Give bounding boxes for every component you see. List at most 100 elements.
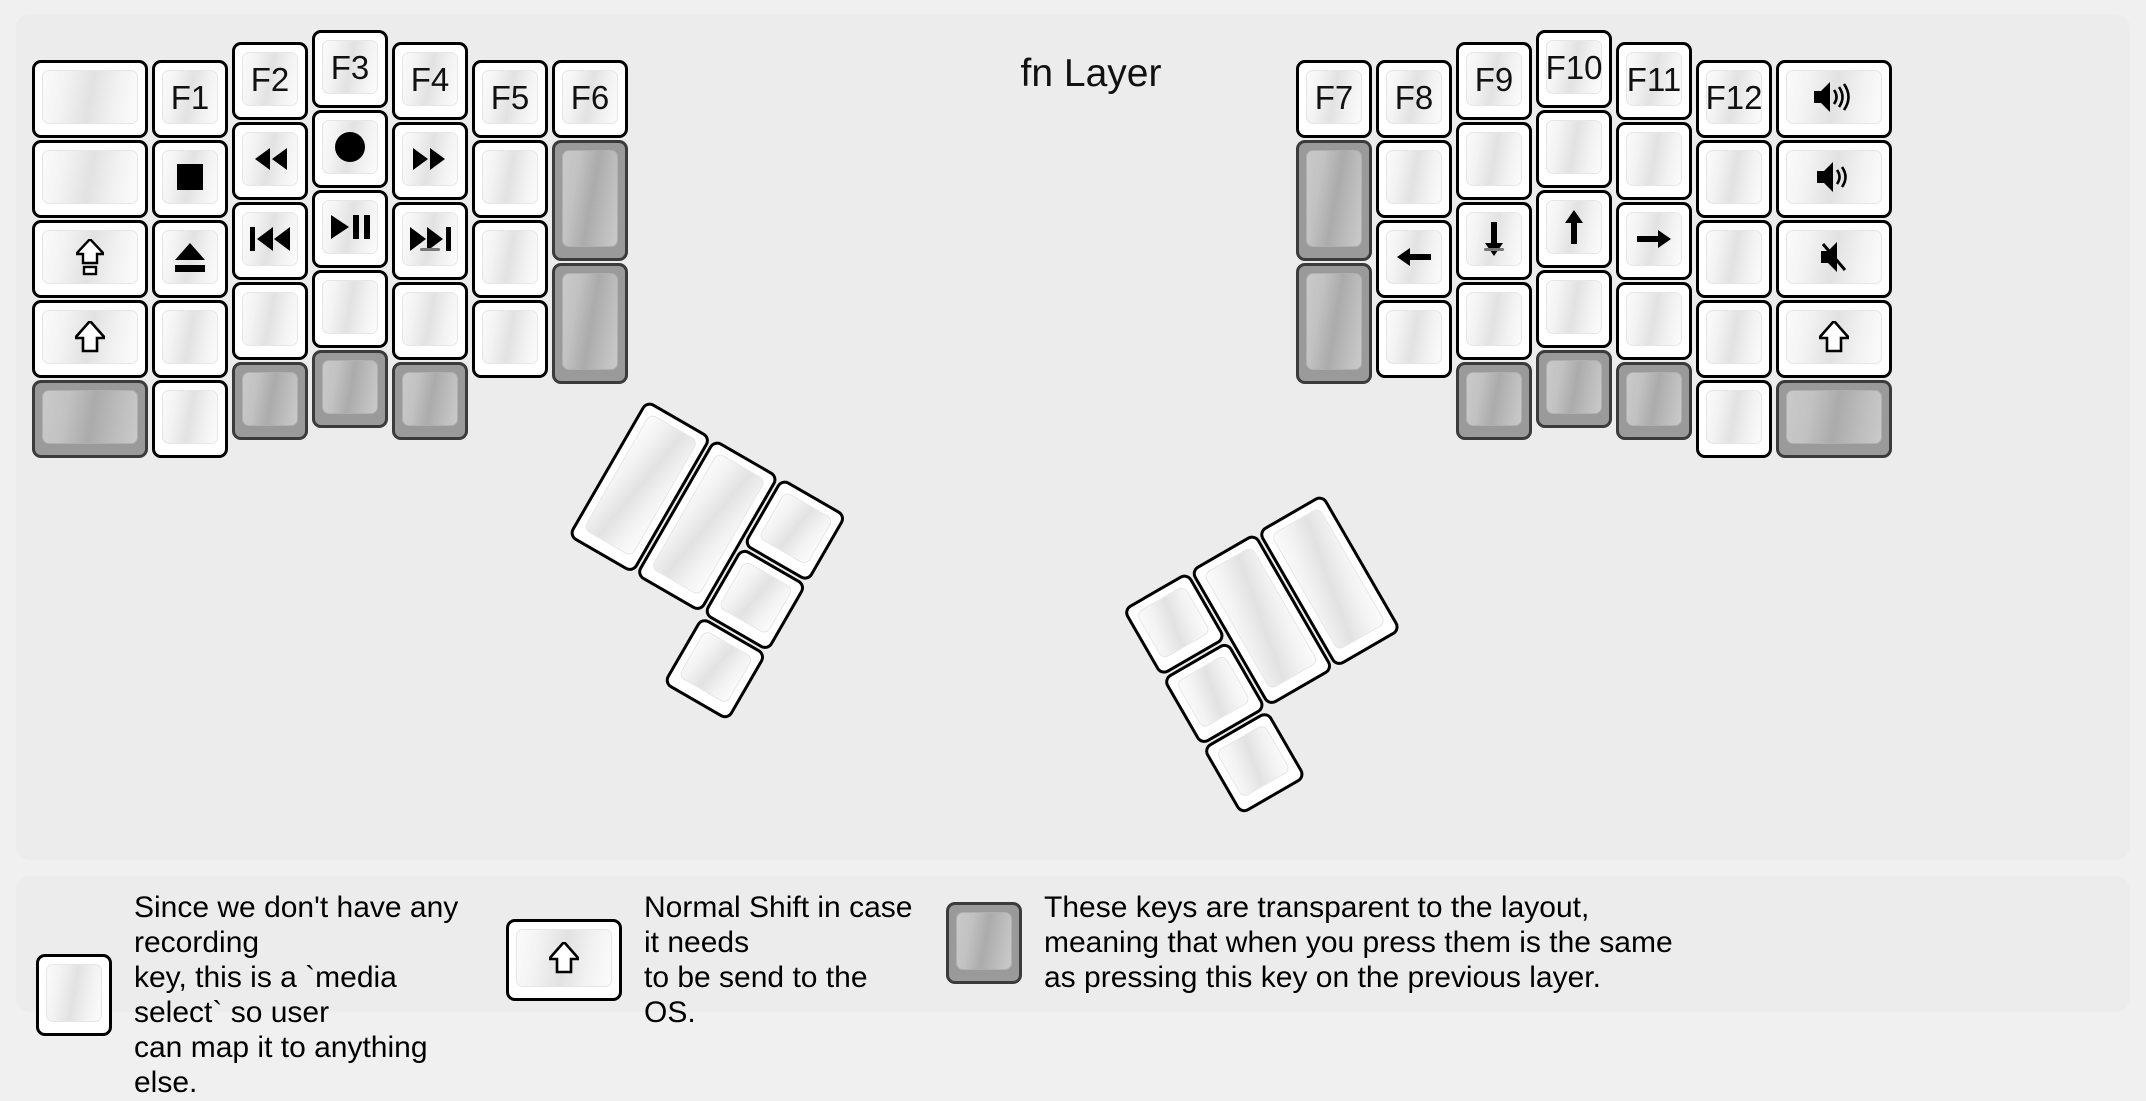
key-cap [162, 150, 218, 204]
right-key-inner-0[interactable]: F7 [1296, 60, 1372, 138]
right-key-index-inner-0[interactable]: F8 [1376, 60, 1452, 138]
key-cap [482, 310, 538, 364]
left-key-index-4[interactable] [392, 362, 468, 440]
right-key-pinky-outer-4[interactable] [1776, 380, 1892, 458]
right-key-index-0[interactable]: F9 [1456, 42, 1532, 120]
legend-description: These keys are transparent to the layout… [1044, 891, 1673, 995]
left-key-index-1[interactable] [392, 122, 468, 200]
right-key-ring-4[interactable] [1616, 362, 1692, 440]
right-key-inner-2[interactable] [1296, 262, 1372, 384]
legend-sample-key[interactable] [506, 919, 622, 1002]
key-cap: F11 [1626, 52, 1682, 106]
left-key-middle-4[interactable] [312, 350, 388, 428]
key-cap: F3 [322, 40, 378, 94]
left-key-pinky-4[interactable] [152, 380, 228, 458]
right-key-middle-1[interactable] [1536, 110, 1612, 188]
right-key-middle-3[interactable] [1536, 270, 1612, 348]
left-key-index-inner-2[interactable] [472, 220, 548, 298]
right-key-middle-2[interactable] [1536, 190, 1612, 268]
right-key-ring-0[interactable]: F11 [1616, 42, 1692, 120]
key-cap [322, 360, 378, 414]
left-key-index-3[interactable] [392, 282, 468, 360]
right-key-pinky-outer-0[interactable] [1776, 60, 1892, 138]
key-cap [162, 230, 218, 284]
right-key-pinky-2[interactable] [1696, 220, 1772, 298]
left-key-middle-0[interactable]: F3 [312, 30, 388, 108]
key-cap [242, 292, 298, 346]
key-cap [1626, 372, 1682, 426]
left-key-middle-3[interactable] [312, 270, 388, 348]
legend-sample-key[interactable] [36, 954, 112, 1037]
legend-item: Since we don't have any recording key, t… [36, 890, 482, 1101]
left-key-index-inner-0[interactable]: F5 [472, 60, 548, 138]
left-key-index-2[interactable] [392, 202, 468, 280]
left-key-inner-0[interactable]: F6 [552, 60, 628, 138]
key-cap [322, 200, 378, 254]
key-cap: F2 [242, 52, 298, 106]
left-key-pinky-0[interactable]: F1 [152, 60, 228, 138]
key-label: F10 [1545, 48, 1603, 86]
left-key-pinky-outer-0[interactable] [32, 60, 148, 138]
left-key-middle-2[interactable] [312, 190, 388, 268]
left-key-inner-1[interactable] [552, 140, 628, 261]
left-key-index-inner-3[interactable] [472, 300, 548, 378]
left-key-pinky-outer-1[interactable] [32, 140, 148, 218]
right-key-index-inner-2[interactable] [1376, 220, 1452, 298]
right-key-pinky-outer-2[interactable] [1776, 220, 1892, 298]
right-key-ring-1[interactable] [1616, 122, 1692, 200]
right-key-middle-0[interactable]: F10 [1536, 30, 1612, 108]
left-key-inner-2[interactable] [552, 262, 628, 384]
media-fast-forward-icon [413, 148, 447, 170]
left-key-pinky-outer-2[interactable] [32, 220, 148, 298]
right-key-pinky-1[interactable] [1696, 140, 1772, 218]
legend-item: Normal Shift in case it needs to be send… [506, 890, 926, 1030]
left-key-ring-3[interactable] [232, 282, 308, 360]
left-key-ring-0[interactable]: F2 [232, 42, 308, 120]
left-key-ring-2[interactable] [232, 202, 308, 280]
right-key-index-4[interactable] [1456, 362, 1532, 440]
media-record-icon [335, 132, 365, 162]
key-cap [1786, 230, 1882, 284]
right-key-pinky-outer-3[interactable] [1776, 300, 1892, 378]
right-key-index-inner-1[interactable] [1376, 140, 1452, 218]
left-key-ring-4[interactable] [232, 362, 308, 440]
key-cap: F9 [1466, 52, 1522, 106]
key-cap [516, 929, 612, 988]
right-key-index-2[interactable] [1456, 202, 1532, 280]
left-key-pinky-1[interactable] [152, 140, 228, 218]
right-key-pinky-4[interactable] [1696, 380, 1772, 458]
key-cap [1386, 230, 1442, 284]
legend-description: Since we don't have any recording key, t… [134, 891, 459, 1100]
left-key-middle-1[interactable] [312, 110, 388, 188]
key-cap [482, 150, 538, 204]
right-key-pinky-0[interactable]: F12 [1696, 60, 1772, 138]
key-cap: F1 [162, 70, 218, 124]
right-key-index-inner-3[interactable] [1376, 300, 1452, 378]
media-eject-icon [175, 242, 205, 272]
key-cap [1706, 230, 1762, 284]
right-key-ring-3[interactable] [1616, 282, 1692, 360]
legend-sample-key[interactable] [946, 901, 1022, 984]
right-key-ring-2[interactable] [1616, 202, 1692, 280]
left-key-index-0[interactable]: F4 [392, 42, 468, 120]
media-next-track-icon [409, 227, 451, 251]
right-key-pinky-3[interactable] [1696, 300, 1772, 378]
right-key-index-3[interactable] [1456, 282, 1532, 360]
left-key-index-inner-1[interactable] [472, 140, 548, 218]
left-key-pinky-3[interactable] [152, 300, 228, 378]
right-key-inner-1[interactable] [1296, 140, 1372, 261]
shift-arrow-icon [75, 321, 105, 353]
right-key-index-1[interactable] [1456, 122, 1532, 200]
key-cap [758, 491, 834, 566]
key-label: F4 [410, 60, 450, 98]
arrow-right-icon [1637, 228, 1671, 250]
left-key-pinky-2[interactable] [152, 220, 228, 298]
volume-down-icon [1817, 162, 1851, 192]
arrow-up-icon [1563, 210, 1585, 244]
right-key-middle-4[interactable] [1536, 350, 1612, 428]
left-key-pinky-outer-3[interactable] [32, 300, 148, 378]
left-key-ring-1[interactable] [232, 122, 308, 200]
left-key-pinky-outer-4[interactable] [32, 380, 148, 458]
right-key-pinky-outer-1[interactable] [1776, 140, 1892, 218]
